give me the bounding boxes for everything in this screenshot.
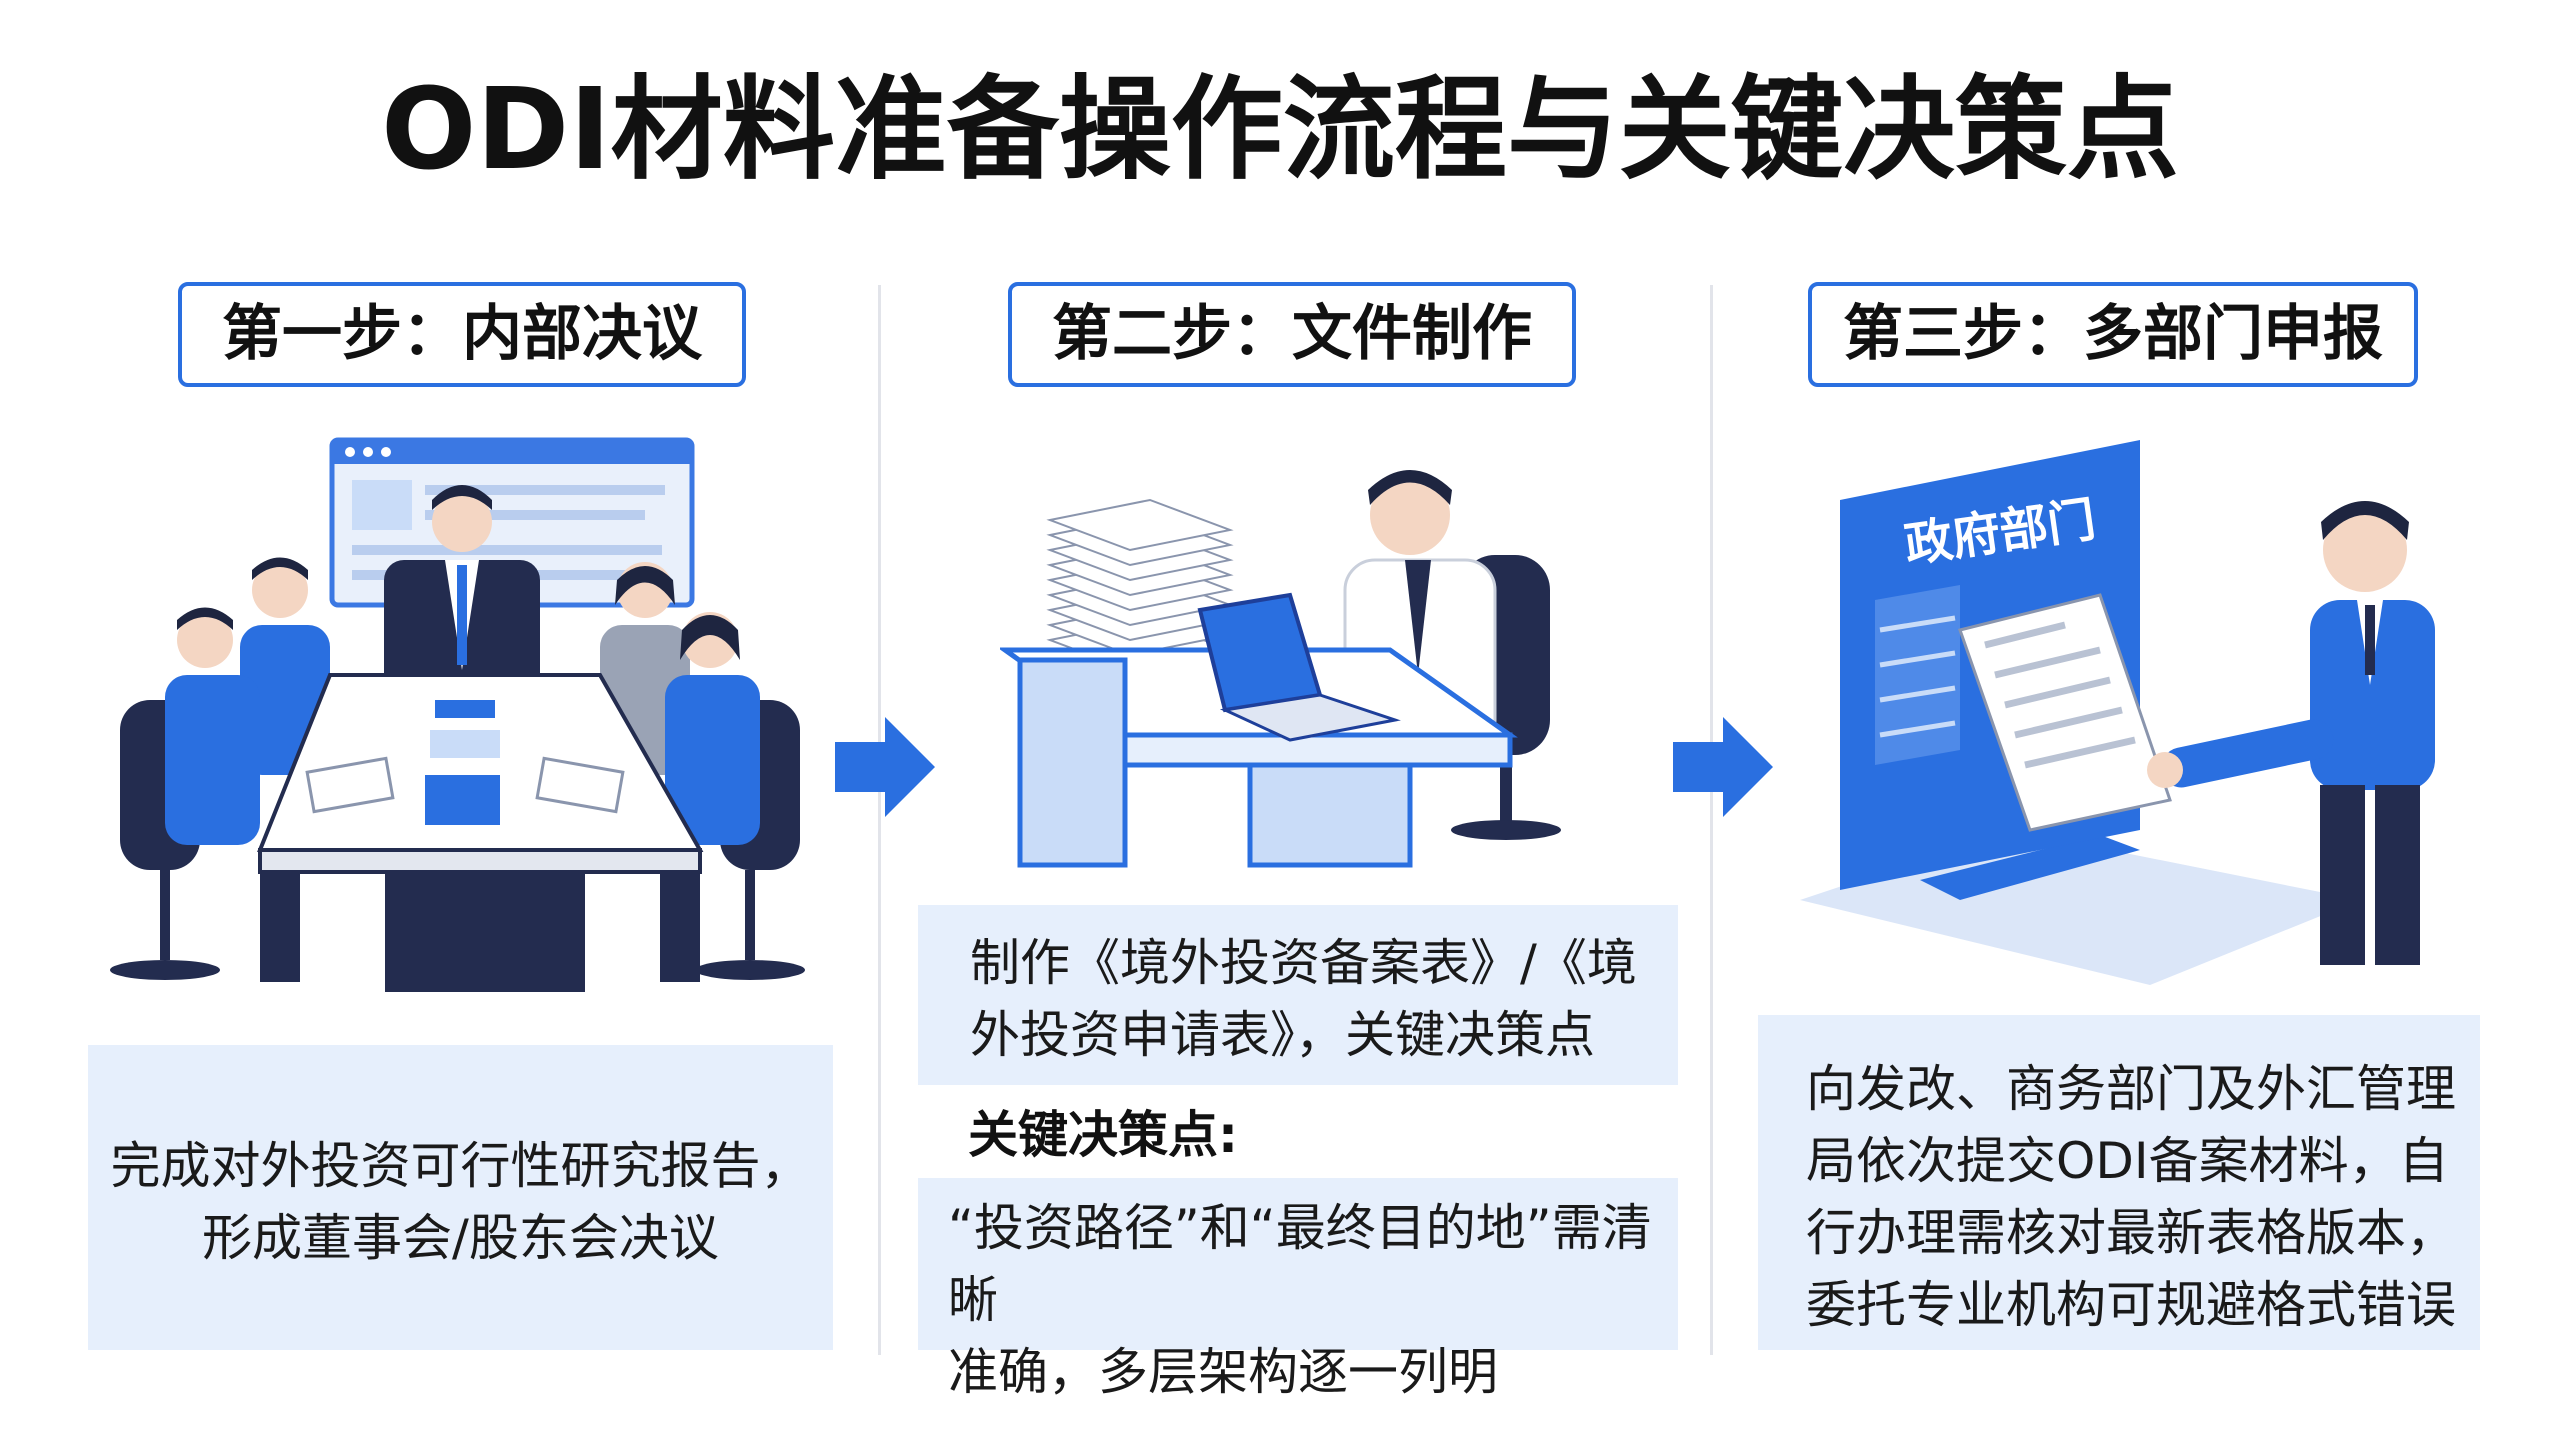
decision-line-2: 准确，多层架构逐一列明 bbox=[948, 1343, 1498, 1401]
step-3-description: 向发改、商务部门及外汇管理 局依次提交ODI备案材料，自 行办理需核对最新表格版… bbox=[1758, 1015, 2480, 1350]
arrow-right-icon bbox=[1673, 717, 1773, 817]
document-work-illustration bbox=[1000, 470, 1561, 868]
meeting-illustration bbox=[110, 437, 805, 992]
arrow-right-icon bbox=[835, 717, 935, 817]
page-title: ODI材料准备操作流程与关键决策点 bbox=[381, 65, 2179, 195]
step-2-description: 制作《境外投资备案表》/《境 外投资申请表》，关键决策点 bbox=[918, 905, 1678, 1085]
step-1-label: 第一步：内部决议 bbox=[178, 282, 746, 387]
step-3-line-4: 委托专业机构可规避格式错误 bbox=[1806, 1276, 2456, 1334]
decision-line-1: “投资路径”和“最终目的地”需清晰 bbox=[948, 1199, 1652, 1329]
step-3-label: 第三步：多部门申报 bbox=[1808, 282, 2418, 387]
step-1-line-1: 完成对外投资可行性研究报告， bbox=[110, 1137, 811, 1195]
column-divider-1 bbox=[878, 285, 881, 1355]
column-divider-2 bbox=[1710, 285, 1713, 1355]
step-2-line-2: 外投资申请表》，关键决策点 bbox=[970, 1006, 1595, 1064]
decision-point-heading: 关键决策点: bbox=[968, 1106, 1238, 1164]
step-1-line-2: 形成董事会/股东会决议 bbox=[202, 1209, 719, 1267]
step-2-label: 第二步：文件制作 bbox=[1008, 282, 1576, 387]
step-1-description: 完成对外投资可行性研究报告， 形成董事会/股东会决议 bbox=[88, 1045, 833, 1350]
step-3-line-1: 向发改、商务部门及外汇管理 bbox=[1806, 1060, 2456, 1118]
step-2-decision-panel: “投资路径”和“最终目的地”需清晰 准确，多层架构逐一列明 bbox=[918, 1178, 1678, 1401]
government-submission-illustration: 政府部门 bbox=[1800, 440, 2435, 985]
step-3-line-3: 行办理需核对最新表格版本， bbox=[1806, 1204, 2456, 1262]
step-3-line-2: 局依次提交ODI备案材料，自 bbox=[1806, 1132, 2449, 1190]
step-2-line-1: 制作《境外投资备案表》/《境 bbox=[970, 934, 1637, 992]
